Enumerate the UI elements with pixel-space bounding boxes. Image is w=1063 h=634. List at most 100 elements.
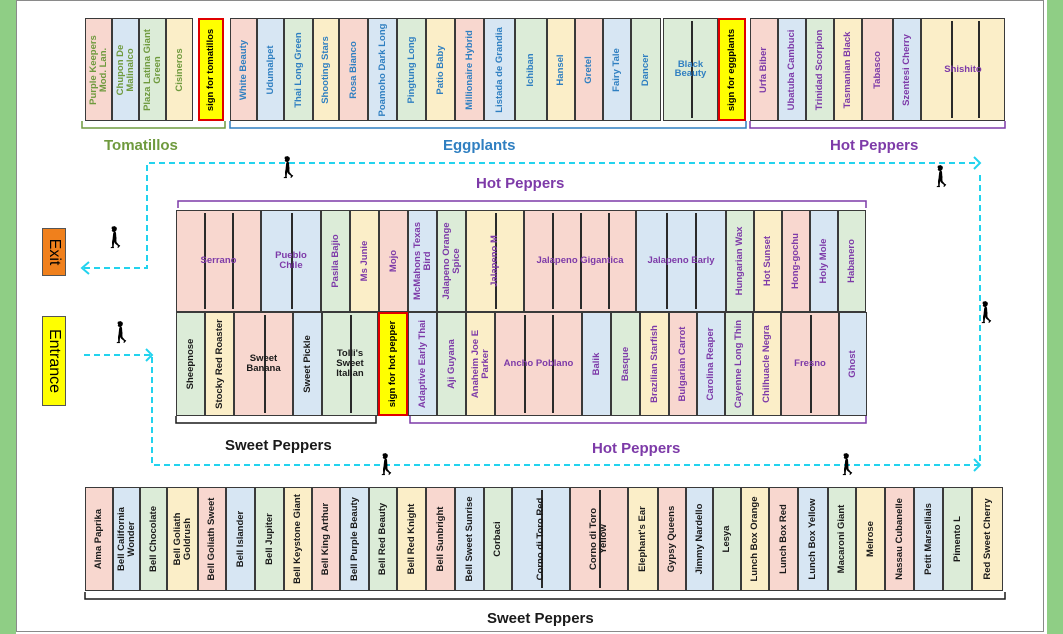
right-green-border bbox=[1047, 0, 1063, 634]
plot-basque: Basque bbox=[611, 312, 640, 416]
plot-label: Adaptive Early Thai bbox=[416, 319, 428, 409]
plot-gypsy-queens: Gypsy Queens bbox=[658, 487, 686, 591]
plot-bell-sunbright: Bell Sunbright bbox=[426, 487, 455, 591]
plot-label: Petit Marselliais bbox=[922, 503, 934, 575]
plot-mojo: Mojo bbox=[379, 210, 408, 312]
plot-label: Pasila Bajio bbox=[329, 234, 341, 288]
plot-divider bbox=[599, 490, 601, 588]
plot-label: Stocky Red Roaster bbox=[213, 319, 225, 409]
plot-bell-king-arthur: Bell King Arthur bbox=[312, 487, 340, 591]
plot-mcmahons-texas-bird: McMahons Texas Bird bbox=[408, 210, 437, 312]
plot-label: Cisineros bbox=[173, 47, 185, 92]
plot-label: Ghost bbox=[847, 350, 859, 378]
plot-poamoho-dark-long: Poamoho Dark Long bbox=[368, 18, 397, 121]
plot-lunch-box-red: Lunch Box Red bbox=[769, 487, 798, 591]
plot-szentesi-cherry: Szentesi Cherry bbox=[893, 18, 921, 121]
plot-label: Jalapeno Gigantica bbox=[536, 255, 624, 267]
plot-label: Thai Long Green bbox=[292, 31, 304, 108]
plot-jalapeno-gigantica: Jalapeno Gigantica bbox=[524, 210, 636, 312]
plot-label: Sheepnose bbox=[184, 338, 196, 390]
plot-divider bbox=[580, 213, 582, 309]
plot-jalapeno-orange-spice: Jalapeno Orange Spice bbox=[437, 210, 466, 312]
plot-divider bbox=[552, 213, 554, 309]
plot-divider bbox=[695, 213, 698, 309]
plot-label: Tolli's Sweet Italian bbox=[336, 348, 364, 379]
plot-label: Fresno bbox=[794, 358, 826, 370]
plot-divider bbox=[552, 315, 555, 413]
plot-divider bbox=[204, 213, 207, 309]
plot-divider bbox=[541, 490, 543, 588]
plot-thai-long-green: Thai Long Green bbox=[284, 18, 313, 121]
plot-jalapeno-early: Jalapeno Early bbox=[636, 210, 726, 312]
plot-label: Macaroni Giant bbox=[836, 504, 848, 574]
plot-label: Hot Sunset bbox=[762, 235, 774, 287]
plot-label: Gypsy Queens bbox=[666, 505, 678, 573]
plot-label: Dancer bbox=[640, 53, 652, 86]
plot-lunch-box-orange: Lunch Box Orange bbox=[741, 487, 769, 591]
plot-bell-california-wonder: Bell California Wonder bbox=[113, 487, 140, 591]
plot-label: Sweet Pickle bbox=[301, 335, 313, 393]
plot-divider bbox=[291, 213, 293, 309]
group-label-hot-peppers-lower: Hot Peppers bbox=[592, 440, 681, 457]
plot-label: Bell Red Beauty bbox=[377, 502, 389, 576]
plot-listada-de-grandia: Listada de Grandia bbox=[484, 18, 515, 121]
plot-bell-purple-beauty: Bell Purple Beauty bbox=[340, 487, 369, 591]
plot-pingtung-long: Pingtung Long bbox=[397, 18, 426, 121]
plot-divider bbox=[978, 21, 981, 118]
plot-label: Elephant's Ear bbox=[637, 506, 649, 572]
plot-divider bbox=[523, 315, 526, 413]
plot-jalapeno-m: Jalapeno M bbox=[466, 210, 524, 312]
plot-label: Tasmanian Black bbox=[842, 31, 854, 108]
plot-cayenne-long-thin: Cayenne Long Thin bbox=[725, 312, 753, 416]
plot-label: Corno di Toro Yellow bbox=[588, 507, 609, 571]
plot-label: Aji Guyana bbox=[445, 339, 457, 389]
plot-bell-keystone-giant: Bell Keystone Giant bbox=[284, 487, 312, 591]
plot-tomatillo-sign: sign for tomatillos bbox=[198, 18, 224, 121]
plot-label: McMahons Texas Bird bbox=[411, 222, 433, 300]
plot-cisineros: Cisineros bbox=[166, 18, 193, 121]
plot-anaheim-joe-e-parker: Anaheim Joe E Parker bbox=[466, 312, 495, 416]
plot-carolina-reaper: Carolina Reaper bbox=[697, 312, 725, 416]
plot-label: Pimento L bbox=[951, 516, 963, 562]
plot-bell-jupiter: Bell Jupiter bbox=[255, 487, 284, 591]
plot-label: Pueblo Chile bbox=[275, 250, 307, 271]
plot-ichiban: Ichiban bbox=[515, 18, 547, 121]
plot-ancho-poblano: Ancho Poblano bbox=[495, 312, 582, 416]
plot-fresno: Fresno bbox=[781, 312, 839, 416]
plot-label: Tabasco bbox=[871, 50, 883, 89]
plot-shooting-stars: Shooting Stars bbox=[313, 18, 339, 121]
walking-person-icon: 🚶 bbox=[276, 157, 301, 179]
plot-rosa-bianco: Rosa Bianco bbox=[339, 18, 368, 121]
exit-sign: Exit bbox=[42, 228, 66, 276]
plot-divider bbox=[263, 315, 266, 413]
plot-pasila-bajio: Pasila Bajio bbox=[321, 210, 350, 312]
group-label-sweet-peppers-center: Sweet Peppers bbox=[225, 437, 332, 454]
plot-label: Bulgarian Carrot bbox=[677, 326, 689, 402]
left-green-border bbox=[0, 0, 16, 634]
group-label-hot-peppers-top: Hot Peppers bbox=[830, 137, 919, 154]
plot-bell-goliath-sweet: Bell Goliath Sweet bbox=[198, 487, 226, 591]
plot-label: Black Beauty bbox=[674, 58, 707, 80]
plot-label: Bell Chocolate bbox=[147, 506, 159, 572]
plot-label: Chupon De Malinalco bbox=[114, 44, 136, 95]
plot-label: Melrose bbox=[864, 521, 876, 557]
plot-sheepnose: Sheepnose bbox=[176, 312, 205, 416]
plot-label: Bell Purple Beauty bbox=[348, 497, 360, 581]
plot-tolli-s-sweet-italian: Tolli's Sweet Italian bbox=[322, 312, 378, 416]
plot-melrose: Melrose bbox=[856, 487, 885, 591]
plot-adaptive-early-thai: Adaptive Early Thai bbox=[408, 312, 437, 416]
plot-label: Jalapeno M bbox=[489, 235, 501, 287]
plot-label: Red Sweet Cherry bbox=[981, 498, 993, 580]
plot-ghost: Ghost bbox=[839, 312, 867, 416]
walking-person-icon: 🚶 bbox=[109, 322, 134, 344]
plot-label: Nassau Cubanelle bbox=[893, 498, 905, 580]
plot-lesya: Lesya bbox=[713, 487, 741, 591]
plot-holy-mole: Holy Mole bbox=[810, 210, 838, 312]
group-label-hot-peppers-center: Hot Peppers bbox=[476, 175, 565, 192]
plot-stocky-red-roaster: Stocky Red Roaster bbox=[205, 312, 234, 416]
plot-divider bbox=[232, 213, 235, 309]
plot-pimento-l: Pimento L bbox=[943, 487, 972, 591]
plot-label: sign for eggplants bbox=[726, 28, 738, 111]
plot-label: Szentesi Cherry bbox=[901, 33, 913, 106]
